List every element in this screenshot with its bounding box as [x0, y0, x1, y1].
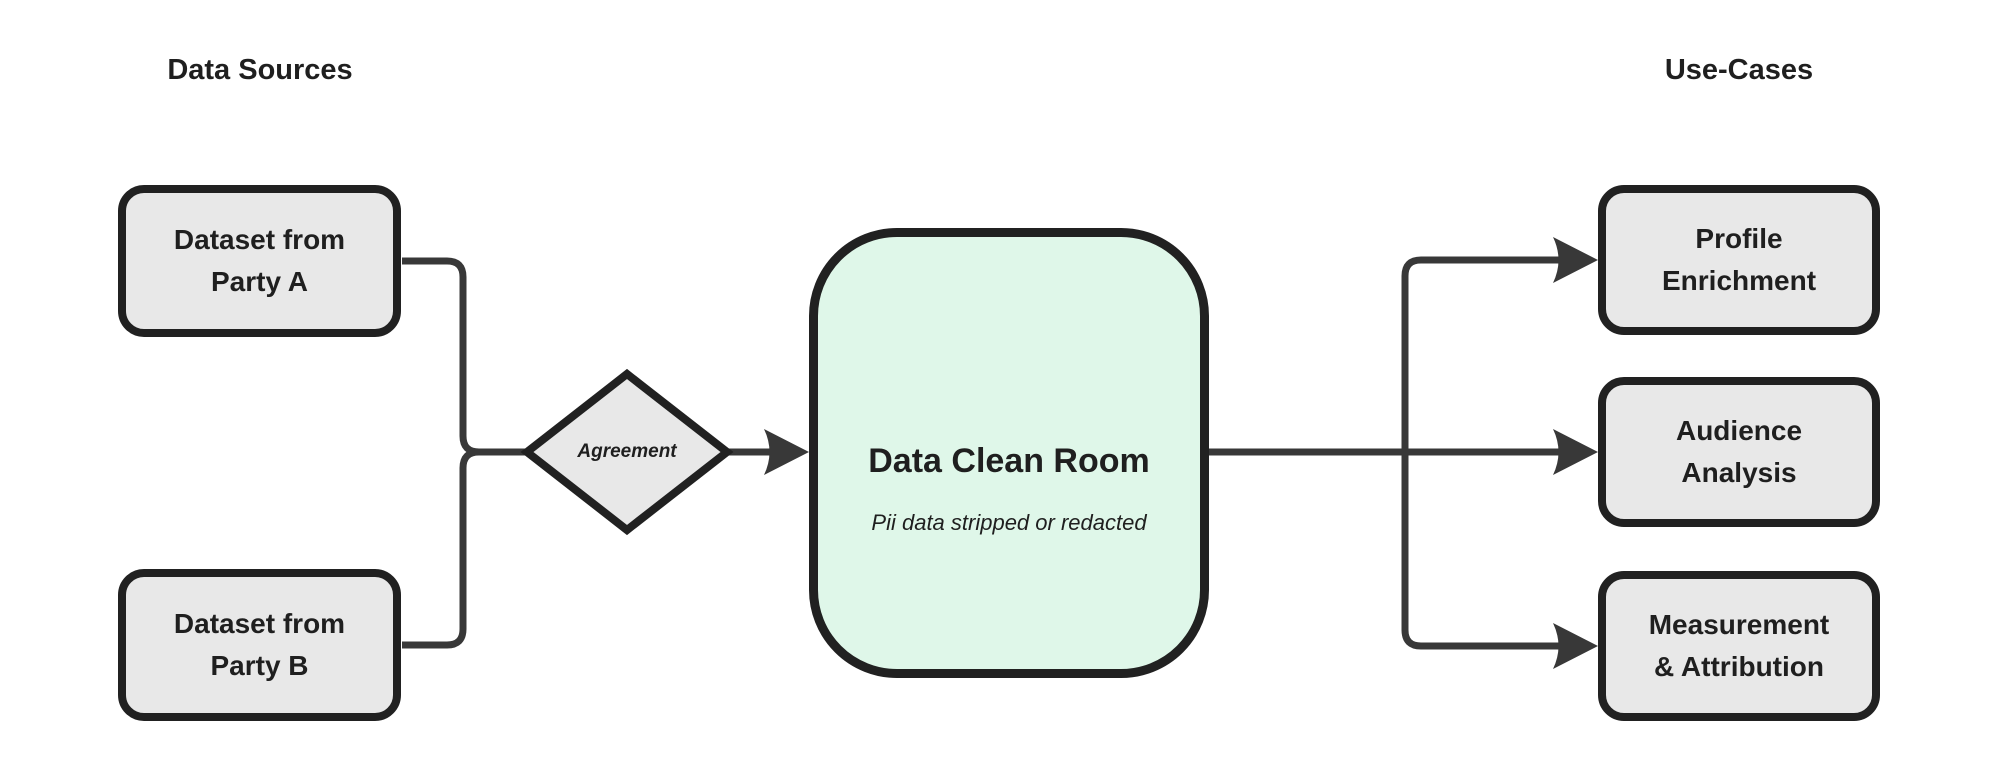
agreement-diamond-shape — [520, 368, 734, 536]
node-dataset-party-b-label: Dataset from Party B — [173, 608, 346, 681]
node-data-clean-room-subtitle: Pii data stripped or redacted — [871, 510, 1147, 535]
connector-party-b-to-agreement — [402, 448, 528, 649]
node-profile-enrichment: Profile Enrichment — [1598, 185, 1880, 335]
node-audience-analysis: Audience Analysis — [1598, 377, 1880, 527]
node-profile-enrichment-label: Profile Enrichment — [1661, 223, 1817, 296]
node-measurement-attribution-label: Measurement & Attribution — [1648, 609, 1830, 682]
node-agreement: Agreement — [527, 374, 727, 530]
node-measurement-attribution: Measurement & Attribution — [1598, 571, 1880, 721]
node-dataset-party-a: Dataset from Party A — [118, 185, 401, 337]
connector-branch-to-profile — [1401, 256, 1562, 452]
node-audience-analysis-label: Audience Analysis — [1675, 415, 1803, 488]
node-dataset-party-b: Dataset from Party B — [118, 569, 401, 721]
node-agreement-label: Agreement — [577, 441, 677, 462]
arrowhead-into-clean-room — [764, 429, 809, 475]
node-data-clean-room: Data Clean Room Pii data stripped or red… — [809, 228, 1209, 678]
arrowhead-into-profile — [1553, 237, 1598, 283]
connector-branch-to-measurement — [1401, 452, 1562, 650]
connector-party-a-to-agreement — [402, 257, 528, 456]
heading-data-sources: Data Sources — [167, 54, 353, 86]
node-dataset-party-a-label: Dataset from Party A — [173, 224, 346, 297]
heading-use-cases: Use-Cases — [1664, 54, 1814, 86]
arrowhead-into-audience — [1553, 429, 1598, 475]
arrowhead-into-measurement — [1553, 623, 1598, 669]
node-data-clean-room-title: Data Clean Room — [868, 442, 1150, 480]
